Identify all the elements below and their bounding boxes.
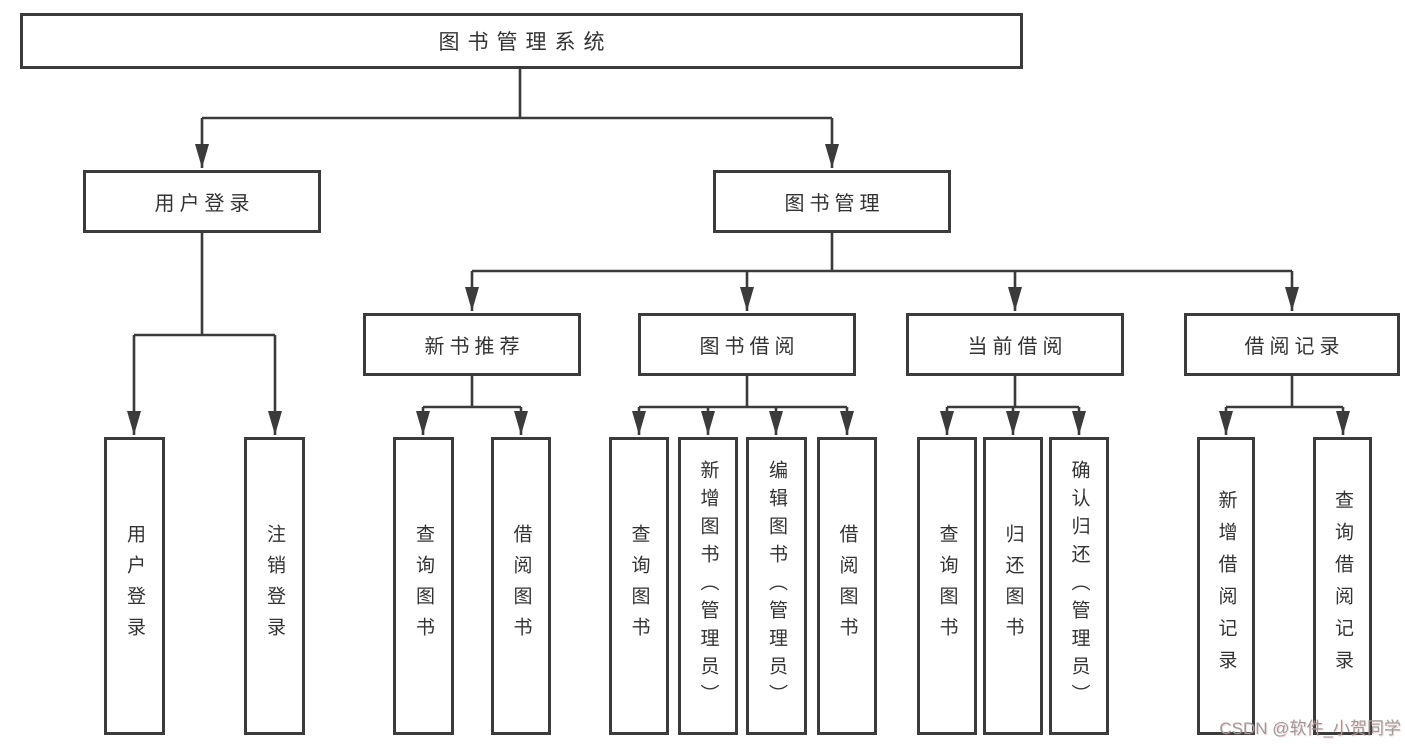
node-leaf-query-books-current: 查询图书 [917, 437, 977, 735]
node-current-borrowing: 当前借阅 [906, 313, 1124, 376]
node-leaf-return-book: 归还图书 [983, 437, 1043, 735]
node-leaf-query-books-borrowing: 查询图书 [609, 437, 669, 735]
node-root: 图书管理系统 [20, 13, 1023, 69]
node-book-borrowing: 图书借阅 [638, 313, 856, 376]
node-book-management: 图书管理 [713, 170, 951, 233]
node-leaf-query-borrow-record: 查询借阅记录 [1313, 437, 1372, 735]
node-leaf-logout: 注销登录 [244, 437, 305, 735]
node-leaf-user-login: 用户登录 [104, 437, 165, 735]
node-leaf-borrow-books-recommend: 借阅图书 [491, 437, 551, 735]
csdn-watermark: CSDN @软件_小贺同学 [1219, 719, 1401, 738]
node-leaf-confirm-return-admin: 确认归还（管理员） [1049, 437, 1109, 735]
node-leaf-add-borrow-record: 新增借阅记录 [1197, 437, 1255, 735]
node-user-login: 用户登录 [83, 170, 321, 233]
node-leaf-edit-book-admin: 编辑图书（管理员） [746, 437, 807, 735]
node-leaf-query-books-recommend: 查询图书 [393, 437, 454, 735]
node-new-book-recommend: 新书推荐 [363, 313, 581, 376]
node-borrow-records: 借阅记录 [1184, 313, 1400, 376]
node-leaf-add-book-admin: 新增图书（管理员） [678, 437, 738, 735]
node-leaf-borrow-books: 借阅图书 [817, 437, 877, 735]
